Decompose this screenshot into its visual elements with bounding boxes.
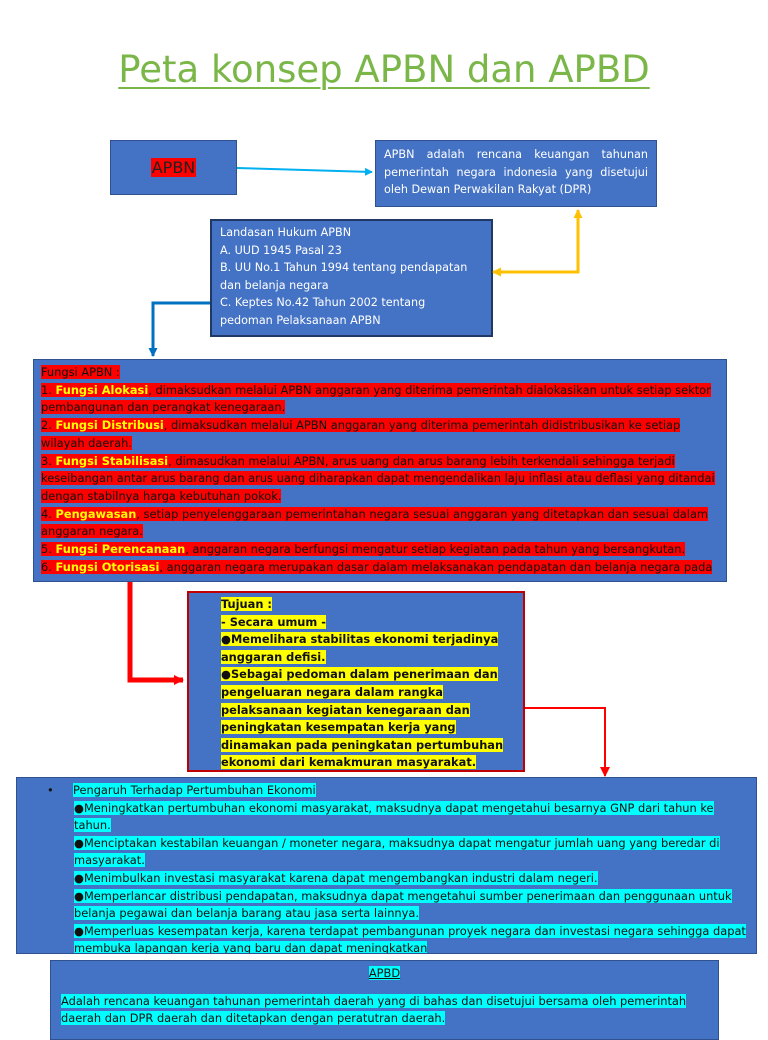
effect-item: ●Memperlancar distribusi pendapatan, mak… xyxy=(74,888,732,921)
apbd-node: APBD Adalah rencana keuangan tahunan pem… xyxy=(50,960,719,1040)
legal-basis-line: pedoman Pelaksanaan APBN xyxy=(220,313,381,327)
effects-heading: Pengaruh Terhadap Pertumbuhan Ekonomi xyxy=(73,783,316,797)
arrow-functions-to-goals xyxy=(127,582,184,685)
function-item: 2. Fungsi Distribusi, dimaksudkan melalu… xyxy=(41,418,681,450)
effect-item: ●Menimbulkan investasi masyarakat karena… xyxy=(74,870,598,885)
functions-node: Fungsi APBN : 1. Fungsi Alokasi, dimaksu… xyxy=(33,359,727,582)
legal-basis-line: A. UUD 1945 Pasal 23 xyxy=(220,243,342,257)
arrow-legal-to-functions xyxy=(148,301,210,357)
effects-heading-row: • Pengaruh Terhadap Pertumbuhan Ekonomi xyxy=(43,782,746,800)
legal-basis-line: dan belanja negara xyxy=(220,278,329,292)
apbd-description: Adalah rencana keuangan tahunan pemerint… xyxy=(61,993,687,1026)
apbn-definition-node: APBN adalah rencana keuangan tahunan pem… xyxy=(375,140,657,207)
effect-item: ●Menciptakan kestabilan keuangan / monet… xyxy=(74,835,720,868)
legal-basis-line: B. UU No.1 Tahun 1994 tentang pendapatan xyxy=(220,261,468,274)
goal-item: ●Sebagai pedoman dalam penerimaan dan pe… xyxy=(221,667,504,770)
arrow-apbn-to-definition xyxy=(236,167,373,176)
function-item: 3. Fungsi Stabilisasi, dimasudkan melalu… xyxy=(41,453,715,503)
function-item: 1. Fungsi Alokasi, dimaksudkan melalui A… xyxy=(41,382,711,415)
apbd-title: APBD xyxy=(368,966,401,980)
apbn-label: APBN xyxy=(150,158,197,177)
legal-basis-heading: Landasan Hukum APBN xyxy=(220,226,352,239)
function-item: 5. Fungsi Perencanaan, anggaran negara b… xyxy=(41,542,686,557)
effect-item: ●Meningkatkan pertumbuhan ekonomi masyar… xyxy=(74,800,714,833)
functions-heading: Fungsi APBN : xyxy=(41,365,120,379)
economic-effects-node: • Pengaruh Terhadap Pertumbuhan Ekonomi … xyxy=(16,777,757,954)
apbn-node: APBN xyxy=(110,140,237,195)
function-item: 6. Fungsi Otorisasi, anggaran negara mer… xyxy=(41,559,713,574)
bullet-icon: • xyxy=(47,783,54,797)
function-item: 4. Pengawasan, setiap penyelenggaraan pe… xyxy=(41,506,709,539)
goal-item: ●Memelihara stabilitas ekonomi terjadiny… xyxy=(221,632,499,664)
goals-heading: Tujuan : xyxy=(221,597,272,611)
arrow-legal-to-definition xyxy=(493,209,583,274)
effect-item: ●Memperluas kesempatan kerja, karena ter… xyxy=(74,923,746,954)
goals-subheading: - Secara umum - xyxy=(221,614,326,629)
arrow-goals-to-effects xyxy=(525,707,610,777)
legal-basis-node: Landasan Hukum APBN A. UUD 1945 Pasal 23… xyxy=(210,219,493,337)
goals-node: Tujuan : - Secara umum - ●Memelihara sta… xyxy=(187,591,525,772)
legal-basis-line: C. Keptes No.42 Tahun 2002 tentang xyxy=(220,296,426,309)
page-title: Peta konsep APBN dan APBD xyxy=(118,48,650,91)
